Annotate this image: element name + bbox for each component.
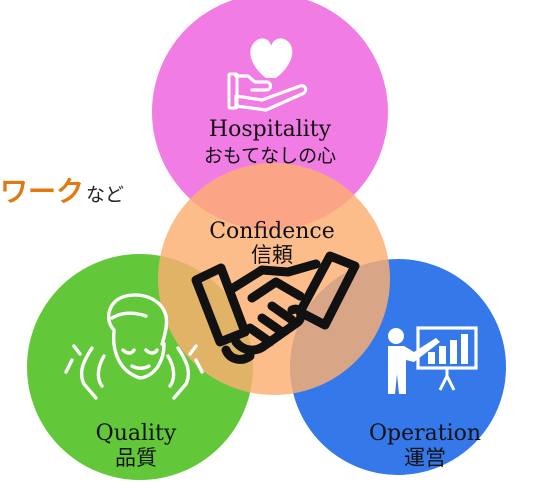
- hospitality-circle: [152, 0, 388, 230]
- caption-accent-text: ワーク: [0, 175, 85, 208]
- caption-rest-text: など: [86, 184, 125, 206]
- presentation-icon: [388, 326, 478, 394]
- face-hands-icon: [64, 293, 204, 400]
- hospitality-title: Hospitality: [209, 117, 332, 142]
- operation-subtitle: 運営: [404, 446, 446, 470]
- operation-title: Operation: [369, 421, 481, 446]
- heart-hand-icon: [227, 38, 308, 112]
- partial-caption: ワークなど: [0, 178, 124, 206]
- quality-subtitle: 品質: [115, 446, 157, 470]
- quality-title: Quality: [96, 421, 177, 446]
- confidence-title: Confidence: [209, 219, 335, 244]
- handshake-icon: [191, 251, 360, 364]
- confidence-subtitle: 信頼: [251, 243, 293, 267]
- hospitality-subtitle: おもてなしの心: [204, 145, 336, 167]
